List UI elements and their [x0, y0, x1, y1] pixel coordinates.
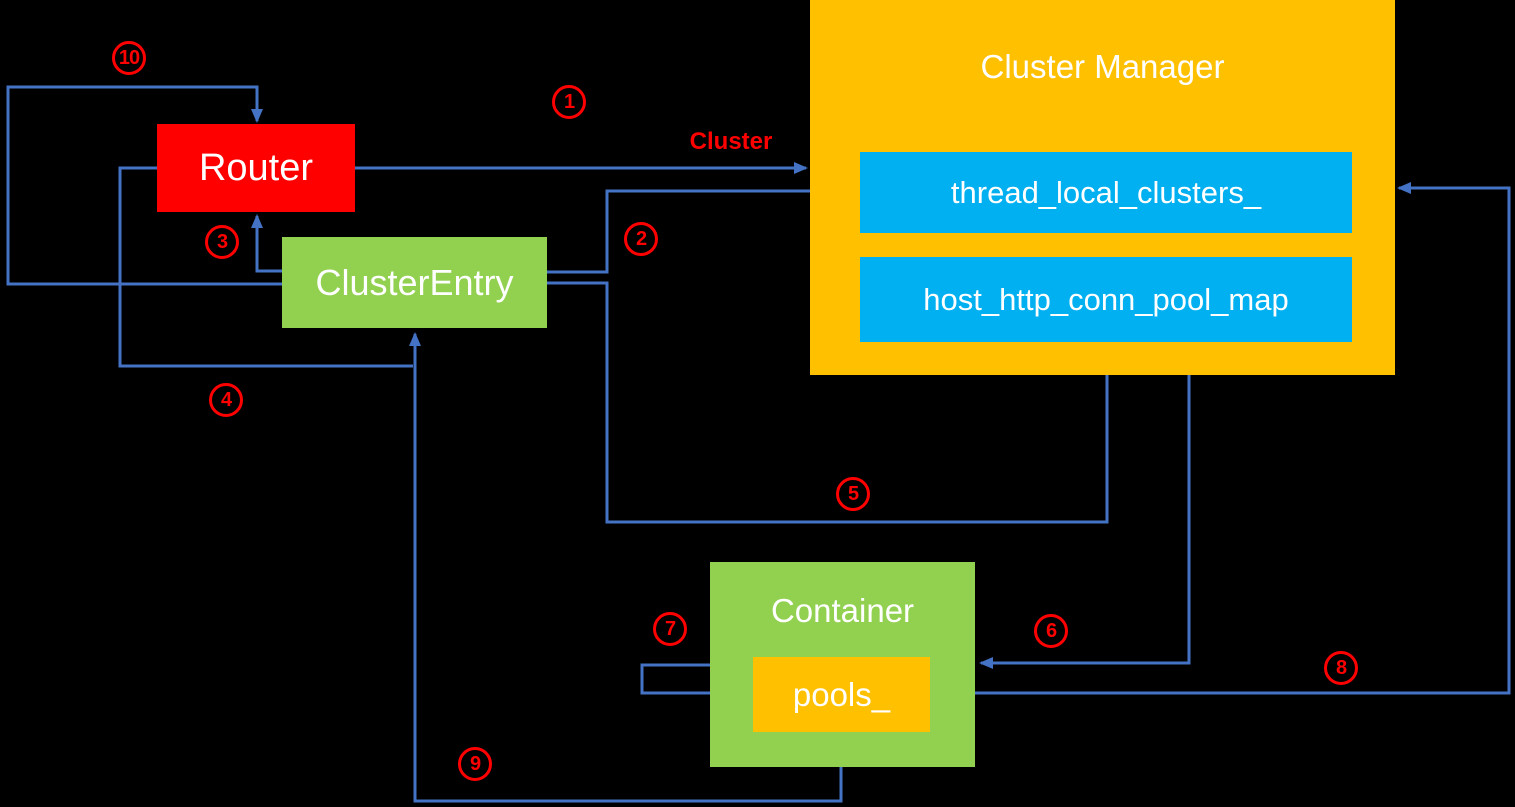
step-7-badge: 7: [653, 612, 687, 646]
cluster-edge-label: Cluster: [689, 128, 773, 155]
thread-local-clusters-box: thread_local_clusters_: [860, 152, 1352, 233]
step-10-badge: 10: [112, 41, 146, 75]
step-8-badge: 8: [1324, 651, 1358, 685]
thread-local-clusters-label: thread_local_clusters_: [950, 175, 1262, 210]
step-2-badge: 2: [624, 222, 658, 256]
step-3-badge: 3: [205, 225, 239, 259]
step-9-badge: 9: [458, 747, 492, 781]
host-http-conn-pool-map-label: host_http_conn_pool_map: [923, 282, 1289, 317]
router-box: Router: [157, 124, 355, 212]
pools-box: pools_: [753, 657, 930, 732]
edge-3-cluster-entry-to-router: [251, 214, 282, 273]
cluster-entry-label: ClusterEntry: [315, 261, 514, 303]
edge-6-host-http-conn-pool-map-to-container: [979, 342, 1191, 669]
step-5-badge: 5: [836, 477, 870, 511]
container-label: Container: [770, 592, 915, 629]
cluster-manager-label: Cluster Manager: [980, 48, 1225, 85]
step-4-badge: 4: [209, 383, 243, 417]
step-1-badge: 1: [552, 85, 586, 119]
step-6-badge: 6: [1034, 614, 1068, 648]
router-label: Router: [198, 147, 314, 189]
host-http-conn-pool-map-box: host_http_conn_pool_map: [860, 257, 1352, 342]
cluster-entry-box: ClusterEntry: [282, 237, 547, 328]
pools-label: pools_: [792, 676, 891, 713]
